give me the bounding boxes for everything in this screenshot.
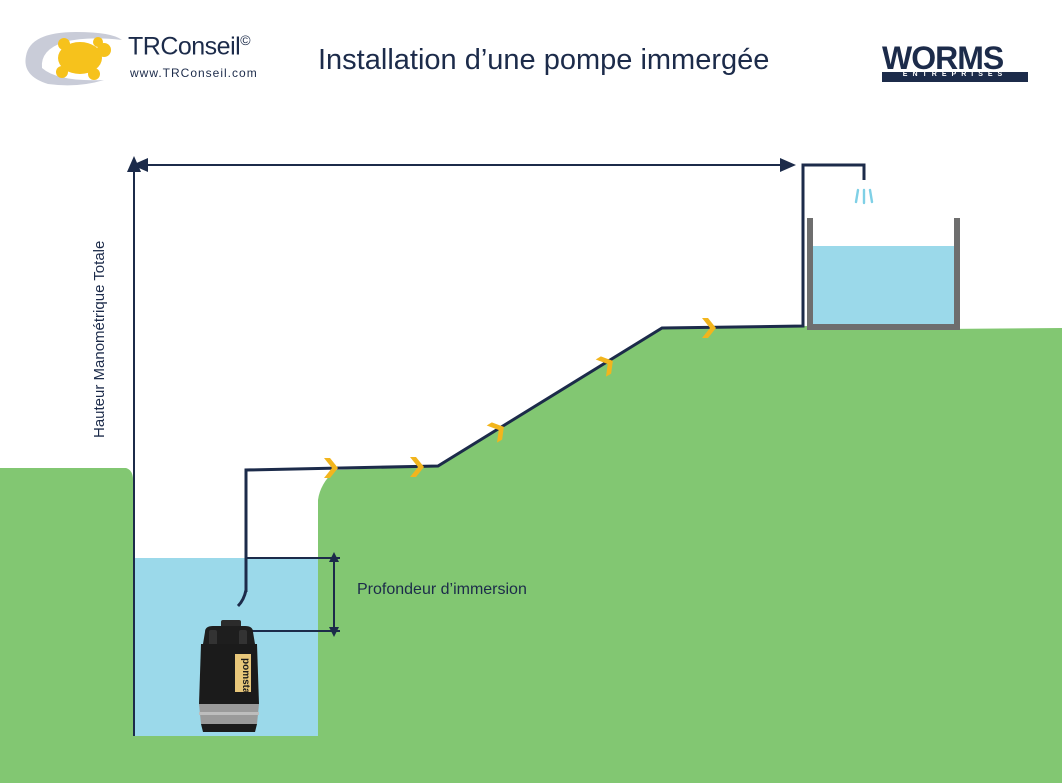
worms-name: WORMS bbox=[882, 40, 1004, 76]
flow-arrow bbox=[486, 422, 504, 443]
ground-slope bbox=[318, 326, 1062, 783]
flow-arrows bbox=[324, 318, 716, 478]
depth-arrow-up bbox=[329, 552, 339, 562]
water-spray bbox=[854, 188, 874, 205]
flow-arrow bbox=[410, 457, 424, 477]
discharge-pipe bbox=[244, 163, 866, 592]
trconseil-logo: TRConseil© www.TRConseil.com bbox=[18, 26, 288, 88]
trconseil-url: www.TRConseil.com bbox=[130, 66, 258, 80]
worms-subtitle: ENTREPRISES bbox=[902, 71, 1008, 78]
tank-water bbox=[812, 246, 956, 324]
worms-bar: ENTREPRISES bbox=[882, 71, 1028, 82]
ground-bottom bbox=[0, 736, 1062, 783]
trconseil-name: TRConseil© bbox=[128, 32, 251, 61]
immersion-depth-label: Profondeur d’immersion bbox=[357, 581, 527, 598]
page-title: Installation d’une pompe immergée bbox=[318, 44, 770, 76]
ground-left bbox=[0, 468, 133, 783]
flow-arrow bbox=[324, 458, 338, 478]
pump-brand: pomstar bbox=[240, 658, 251, 698]
pump-cable bbox=[236, 589, 248, 608]
tank-walls bbox=[807, 218, 960, 330]
flow-arrow bbox=[702, 318, 716, 338]
total-head-arrow-left bbox=[132, 158, 148, 172]
submersible-pump-icon: pomstar bbox=[199, 620, 259, 732]
turtle-icon bbox=[25, 32, 122, 86]
total-head-arrow-up bbox=[127, 156, 141, 172]
flow-arrow bbox=[595, 356, 613, 377]
total-head-arrow-right bbox=[780, 158, 796, 172]
total-head-label: Hauteur Manométrique Totale bbox=[91, 240, 108, 438]
depth-arrow-down bbox=[329, 627, 339, 637]
worms-logo: WORMS ENTREPRISES bbox=[880, 40, 1030, 84]
